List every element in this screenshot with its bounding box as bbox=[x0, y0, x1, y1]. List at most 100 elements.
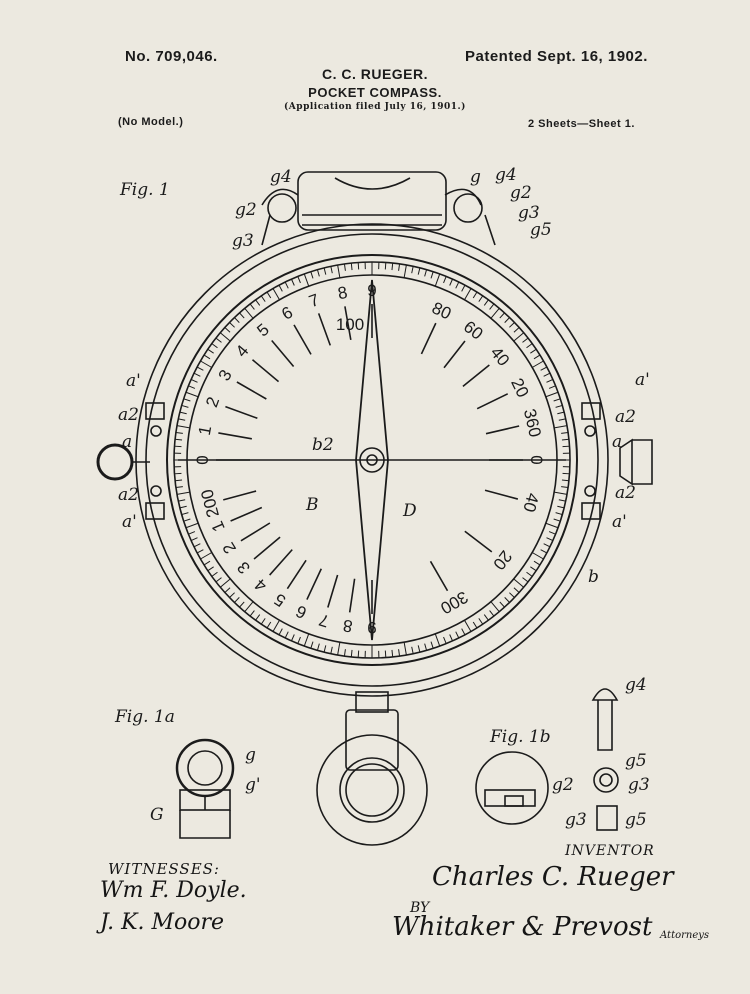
dial-number: 5 bbox=[253, 320, 272, 341]
application-date: (Application filed July 16, 1901.) bbox=[284, 102, 466, 112]
dial-number: 40 bbox=[519, 491, 542, 514]
ref-G: G bbox=[150, 805, 164, 825]
dial-tick bbox=[176, 491, 190, 495]
ref-g2-left: g2 bbox=[235, 200, 257, 220]
dial-tick bbox=[391, 649, 394, 657]
dial-tick bbox=[244, 601, 254, 612]
dial-tick bbox=[398, 263, 401, 271]
dial-tick bbox=[220, 578, 231, 588]
dial-tick bbox=[540, 366, 548, 371]
dial-tick bbox=[200, 552, 213, 560]
dial-tick bbox=[234, 317, 240, 323]
dial-tick bbox=[530, 566, 537, 572]
dial-tick bbox=[291, 634, 295, 642]
ref-g1-fig1a: g' bbox=[245, 775, 261, 795]
dial-tick bbox=[545, 522, 559, 529]
dial-tick bbox=[478, 295, 484, 302]
dial-major-tick bbox=[269, 549, 293, 576]
witness-2-signature: J. K. Moore bbox=[100, 910, 225, 935]
dial-number: 1 bbox=[195, 424, 215, 437]
dial-tick bbox=[175, 479, 183, 482]
dial-number: 3 bbox=[215, 366, 236, 384]
dial-tick bbox=[284, 281, 289, 289]
dial-tick bbox=[455, 631, 460, 639]
dial-tick bbox=[411, 646, 414, 654]
dial-number: 20 bbox=[489, 547, 516, 574]
dial-tick bbox=[424, 269, 428, 277]
dial-number: 6 bbox=[278, 303, 296, 324]
dial-tick bbox=[443, 636, 447, 644]
dial-major-tick bbox=[225, 405, 258, 420]
dial-tick bbox=[509, 322, 515, 328]
dial-tick bbox=[434, 273, 441, 287]
outer-ring-inner bbox=[145, 233, 599, 687]
dial-tick bbox=[403, 264, 407, 278]
dial-tick bbox=[310, 271, 314, 279]
ref-a1-left-bottom: a' bbox=[122, 512, 137, 532]
dial-tick bbox=[531, 360, 544, 368]
dial-tick bbox=[179, 411, 187, 415]
dial-tick bbox=[543, 543, 551, 548]
dial-tick bbox=[255, 299, 261, 306]
dial-tick bbox=[464, 619, 472, 632]
dial-tick bbox=[337, 642, 341, 656]
dial-tick bbox=[464, 288, 472, 301]
dial-tick bbox=[513, 578, 524, 588]
dial-tick bbox=[234, 597, 240, 603]
dial-number: 360 bbox=[520, 407, 545, 439]
dial-tick bbox=[499, 312, 505, 319]
dial-major-tick bbox=[476, 393, 509, 410]
dial-number: 4 bbox=[251, 575, 271, 595]
dial-tick bbox=[553, 398, 561, 402]
dial-tick bbox=[183, 518, 191, 522]
dial-tick bbox=[260, 295, 266, 302]
dial-major-tick bbox=[464, 530, 493, 553]
dial-tick bbox=[175, 438, 183, 441]
dial-major-tick bbox=[253, 536, 281, 560]
dial-tick bbox=[175, 486, 183, 489]
dial-tick bbox=[558, 499, 566, 502]
ref-g2-fig1b: g2 bbox=[552, 775, 574, 795]
dial-tick bbox=[337, 264, 341, 278]
dial-tick bbox=[461, 284, 466, 292]
dial-tick bbox=[417, 645, 421, 653]
ref-a2-left-bottom: a2 bbox=[118, 485, 139, 505]
dial-tick bbox=[350, 263, 353, 271]
dial-tick bbox=[526, 571, 533, 577]
ref-b2: b2 bbox=[312, 435, 334, 455]
dial-major-tick bbox=[240, 522, 271, 542]
ref-g3-right: g3 bbox=[518, 203, 540, 223]
dial-tick bbox=[249, 303, 255, 310]
dial-tick bbox=[546, 379, 554, 383]
dial-tick bbox=[323, 267, 327, 275]
dial-number: 6 bbox=[293, 601, 310, 622]
ref-g5-fig1b-top: g5 bbox=[625, 751, 647, 771]
dial-tick bbox=[343, 649, 346, 657]
dial-tick bbox=[472, 291, 478, 299]
dial-tick bbox=[310, 641, 314, 649]
dial-major-tick bbox=[420, 322, 437, 355]
ref-g5-fig1b-bottom: g5 bbox=[625, 810, 647, 830]
dial-tick bbox=[417, 267, 421, 275]
compass-needle bbox=[178, 279, 566, 641]
dial-tick bbox=[207, 348, 214, 354]
dial-number: 7 bbox=[317, 610, 332, 631]
dial-tick bbox=[303, 633, 310, 647]
dial-tick bbox=[175, 431, 183, 434]
figure-1b-label: Fig. 1b bbox=[489, 727, 551, 747]
dial-number: 2 bbox=[202, 394, 223, 409]
dial-major-tick bbox=[443, 340, 466, 369]
dial-number: 7 bbox=[306, 290, 321, 311]
dial-major-tick bbox=[484, 489, 519, 500]
dial-tick bbox=[499, 601, 505, 608]
dial-tick bbox=[548, 385, 556, 389]
dial-tick bbox=[224, 327, 231, 333]
hinge-blocks bbox=[145, 402, 601, 520]
dial-tick bbox=[561, 486, 569, 489]
dial-number: 60 bbox=[460, 317, 487, 344]
dial-tick bbox=[178, 499, 186, 502]
dial-tick bbox=[181, 512, 189, 516]
dial-major-tick bbox=[251, 359, 280, 383]
dial-tick bbox=[455, 281, 460, 289]
